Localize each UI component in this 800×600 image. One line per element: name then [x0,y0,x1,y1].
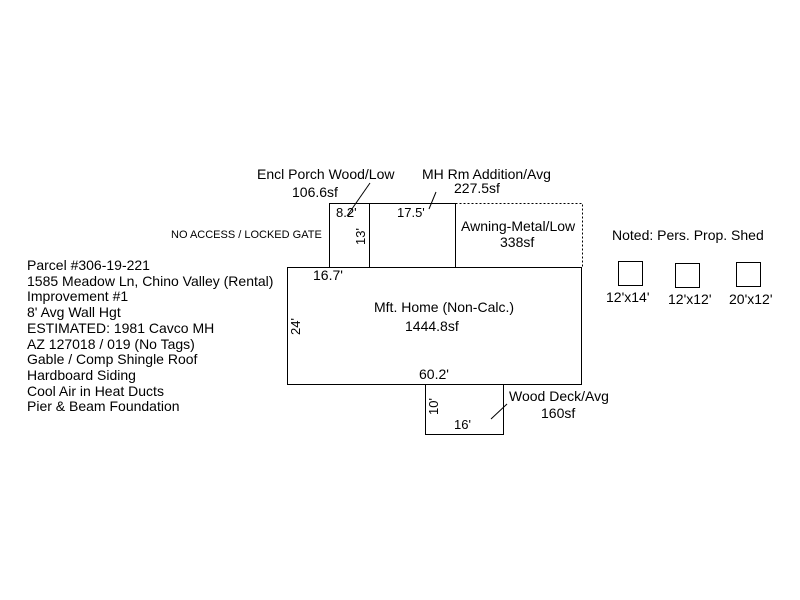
parcel-address: 1585 Meadow Ln, Chino Valley (Rental) [27,272,274,289]
deck-width: 10' [426,398,441,415]
deck-length: 16' [454,417,471,432]
siding-type: Hardboard Siding [27,366,136,383]
tag-numbers: AZ 127018 / 019 (No Tags) [27,335,195,352]
parcel-number: Parcel #306-19-221 [27,257,150,273]
addition-width: 17.5' [397,205,425,220]
awning-outline [455,203,583,268]
deck-leader-line [490,403,508,420]
porch-name: Encl Porch Wood/Low [257,166,395,182]
shed-note: Noted: Pers. Prop. Shed [612,227,764,243]
home-segment-length: 16.7' [313,267,343,283]
porch-depth: 13' [353,228,368,245]
home-area: 1444.8sf [405,318,459,334]
cooling-type: Cool Air in Heat Ducts [27,382,164,399]
roof-type: Gable / Comp Shingle Roof [27,351,198,368]
shed-3-size: 20'x12' [729,291,773,307]
awning-name: Awning-Metal/Low [461,218,576,234]
shed-1-size: 12'x14' [606,289,650,305]
shed-3-box [736,262,761,287]
home-width: 24' [288,318,303,335]
estimated-year: ESTIMATED: 1981 Cavco MH [27,319,215,336]
deck-name: Wood Deck/Avg [509,388,609,404]
wall-height: 8' Avg Wall Hgt [27,304,121,321]
home-name: Mft. Home (Non-Calc.) [374,299,514,315]
shed-2-size: 12'x12' [668,291,712,307]
foundation-type: Pier & Beam Foundation [27,398,180,415]
home-length: 60.2' [419,366,449,382]
shed-2-box [675,263,700,288]
deck-area: 160sf [541,405,575,421]
addition-name: MH Rm Addition/Avg [422,166,551,182]
porch-leader-line [346,182,371,217]
gate-note: NO ACCESS / LOCKED GATE [171,229,322,241]
awning-area: 338sf [500,234,534,250]
addition-area: 227.5sf [454,180,500,196]
addition-leader-line [428,191,437,210]
parcel-info-list: Parcel #306-19-221 1585 Meadow Ln, Chino… [27,257,274,415]
shed-1-box [618,261,643,286]
deck-outline [425,384,504,435]
porch-area: 106.6sf [292,184,338,200]
improvement-number: Improvement #1 [27,288,129,305]
porch-width: 8.2' [336,205,357,220]
